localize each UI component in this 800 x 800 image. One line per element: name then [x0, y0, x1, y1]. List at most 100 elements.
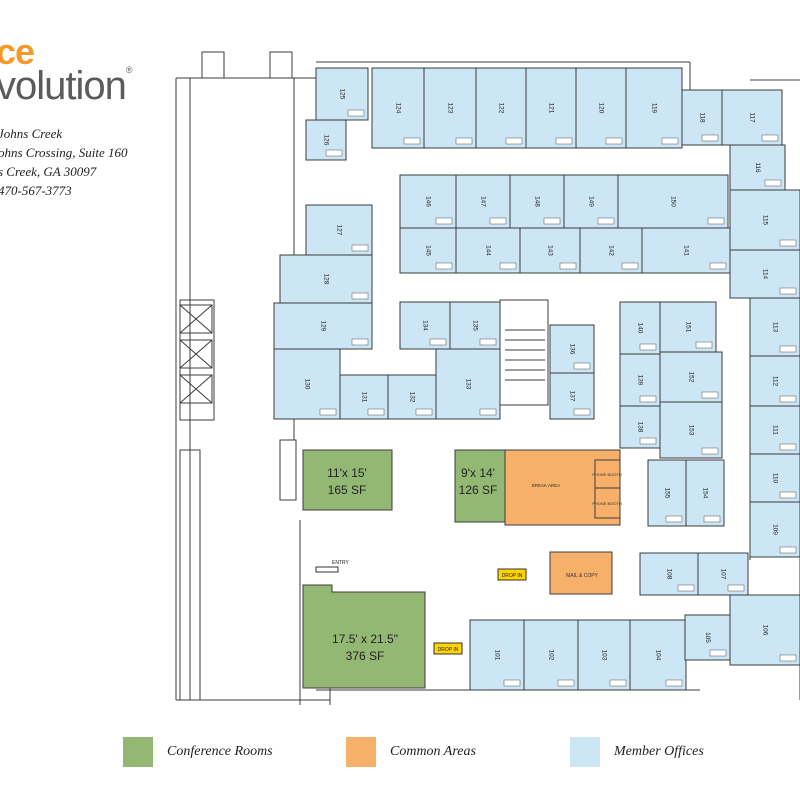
legend-conference-label: Conference Rooms [167, 744, 273, 759]
office-113-label: 113 [771, 322, 778, 333]
office-151-desk [695, 341, 713, 349]
office-139-desk [639, 395, 657, 403]
office-106-label: 106 [761, 625, 768, 636]
conference-room-3 [302, 584, 426, 689]
office-138-label: 138 [636, 422, 643, 433]
office-121 [525, 67, 577, 149]
office-139-label: 139 [636, 375, 643, 386]
office-128-desk [351, 292, 369, 300]
office-142-label: 142 [607, 245, 614, 256]
common-areas: BREAK AREA PHONE BOOTH PHONE BOOTH MAIL … [504, 449, 622, 595]
conference-room-3-size: 17.5' x 21.5" [332, 632, 398, 646]
office-117-desk [761, 134, 779, 142]
conference-room-3-area: 376 SF [346, 649, 385, 663]
office-132-desk [415, 408, 433, 416]
entry-door [315, 566, 339, 573]
office-114-label: 114 [761, 269, 768, 280]
office-151-label: 151 [684, 322, 691, 333]
office-145-desk [435, 262, 453, 270]
office-142-desk [621, 262, 639, 270]
office-119 [625, 67, 683, 149]
office-103 [577, 619, 631, 691]
office-149-desk [597, 217, 615, 225]
office-127-desk [351, 244, 369, 252]
office-140-label: 140 [636, 323, 643, 334]
office-148-desk [543, 217, 561, 225]
office-120-desk [605, 137, 623, 145]
break-area-label: BREAK AREA [532, 483, 561, 488]
office-101 [469, 619, 525, 691]
office-123-desk [455, 137, 473, 145]
phone-booth-1-label: PHONE BOOTH [592, 472, 622, 477]
conference-room-2-size: 9'x 14' [461, 466, 495, 480]
office-136-desk [573, 362, 591, 370]
office-136-label: 136 [568, 344, 575, 355]
office-135-desk [479, 338, 497, 346]
office-102-label: 102 [547, 650, 554, 661]
office-126-desk [325, 149, 343, 157]
mail-copy-room [549, 551, 613, 595]
office-115-label: 115 [761, 215, 768, 226]
office-126-label: 126 [322, 135, 329, 146]
office-129-label: 129 [319, 321, 326, 332]
brand-logo-line1: ce [0, 31, 35, 72]
office-105-desk [709, 649, 727, 657]
office-108-desk [677, 584, 695, 592]
office-104-desk [665, 679, 683, 687]
office-144-label: 144 [484, 245, 491, 256]
office-147-label: 147 [479, 196, 486, 207]
address-line-3: s Creek, GA 30097 [0, 164, 97, 179]
office-146-desk [435, 217, 453, 225]
office-148-label: 148 [533, 196, 540, 207]
office-135-label: 135 [471, 320, 478, 331]
conference-room-1 [302, 449, 393, 511]
mail-copy-label: MAIL & COPY [566, 573, 598, 579]
address-line-4: 470-567-3773 [0, 183, 72, 198]
office-130 [273, 348, 341, 420]
office-140-desk [639, 343, 657, 351]
office-109-desk [779, 546, 797, 554]
office-110-label: 110 [771, 473, 778, 484]
office-152-desk [701, 391, 719, 399]
office-150-desk [707, 217, 725, 225]
office-118-label: 118 [698, 112, 705, 123]
office-112-label: 112 [771, 376, 778, 387]
office-153-label: 153 [687, 425, 694, 436]
conference-room-2-area: 126 SF [459, 483, 498, 497]
office-133-desk [479, 408, 497, 416]
office-117-label: 117 [748, 112, 755, 123]
office-108-label: 108 [665, 569, 672, 580]
office-112-desk [779, 395, 797, 403]
office-123 [423, 67, 477, 149]
office-128 [279, 254, 373, 304]
phone-booth-1 [594, 459, 621, 489]
office-150-label: 150 [669, 196, 676, 207]
office-152-label: 152 [687, 372, 694, 383]
office-155 [647, 459, 687, 527]
legend-common-swatch [346, 737, 376, 767]
office-149-label: 149 [587, 196, 594, 207]
office-143-label: 143 [546, 245, 553, 256]
office-134-label: 134 [421, 320, 428, 331]
legend-member-swatch [570, 737, 600, 767]
office-155-desk [665, 515, 683, 523]
registered-mark: ® [125, 65, 133, 75]
entry-label: ENTRY [332, 560, 350, 566]
office-153-desk [701, 447, 719, 455]
address-block: Johns Creek ohns Crossing, Suite 160 s C… [0, 124, 128, 200]
office-119-label: 119 [650, 103, 657, 114]
office-131-label: 131 [360, 392, 367, 403]
drop-in-2-box [433, 642, 463, 655]
office-124-label: 124 [394, 103, 401, 114]
office-134-desk [429, 338, 447, 346]
legend-member-label: Member Offices [614, 744, 704, 759]
office-137-desk [573, 408, 591, 416]
office-104 [629, 619, 687, 691]
address-line-1: Johns Creek [0, 126, 63, 141]
office-101-desk [503, 679, 521, 687]
office-120-label: 120 [597, 103, 604, 114]
office-125-desk [347, 109, 365, 117]
office-102-desk [557, 679, 575, 687]
office-146 [399, 174, 457, 229]
